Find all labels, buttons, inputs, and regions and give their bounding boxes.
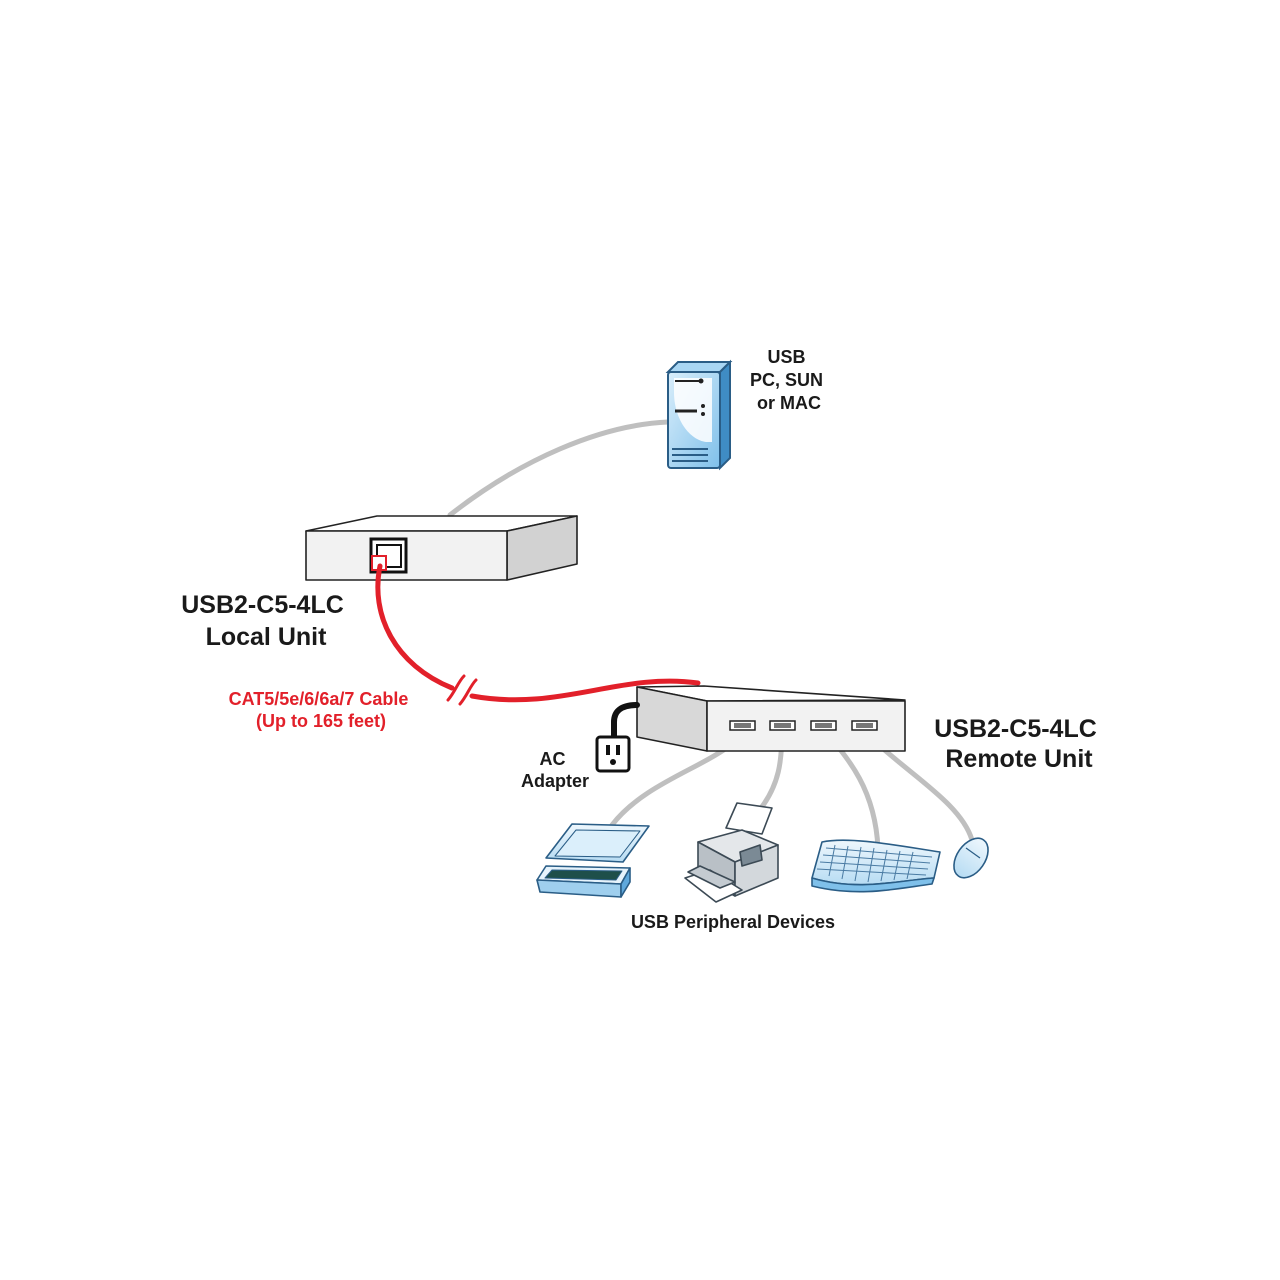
- cable-label-type: CAT5/5e/6/6a/7 Cable: [229, 689, 409, 709]
- computer-tower-icon: [665, 359, 733, 471]
- rj45-port-icon: [369, 537, 408, 574]
- svg-text:USB2-C5-4LC Local Unit: USB2-C5-4LC Local Unit: [181, 591, 350, 651]
- usb-cable-computer: [447, 419, 671, 518]
- cable-label-length: (Up to 165 feet): [256, 711, 386, 731]
- power-plug-icon: [595, 735, 631, 773]
- scanner-icon: [536, 823, 650, 898]
- computer-label-line1: USB: [767, 347, 805, 367]
- usb-port-1: [729, 720, 756, 731]
- usb-port-4: [851, 720, 878, 731]
- svg-text:CAT5/5e/6/6a/7 Cable (Up t: CAT5/5e/6/6a/7 Cable (Up to 165 feet): [229, 689, 414, 731]
- ac-adapter-label-line2: Adapter: [521, 771, 589, 791]
- keyboard-icon: [811, 839, 941, 893]
- cable-break-icon: [446, 674, 478, 706]
- svg-text:AC Adapter: AC Adapter: [521, 749, 589, 791]
- usb-port-2: [769, 720, 796, 731]
- local-unit-box: [305, 515, 578, 581]
- remote-unit-label-name: Remote Unit: [945, 745, 1093, 773]
- remote-unit-label-model: USB2-C5-4LC: [934, 715, 1097, 743]
- power-cord: [611, 702, 640, 741]
- cat-cable: [375, 563, 701, 703]
- printer-icon: [684, 802, 779, 903]
- peripherals-label: USB Peripheral Devices: [631, 912, 835, 932]
- ac-adapter-label-line1: AC: [539, 749, 565, 769]
- computer-label-line3: or MAC: [757, 393, 821, 413]
- svg-text:USB2-C5-4LC Remote Unit: USB2-C5-4LC Remote Unit: [934, 715, 1103, 773]
- remote-unit-box: [636, 685, 906, 752]
- svg-text:USB PC, SUN or MAC: USB PC, SUN or MAC: [750, 347, 828, 413]
- mouse-icon: [953, 837, 989, 879]
- local-unit-label-model: USB2-C5-4LC: [181, 591, 344, 619]
- usb-ports: [729, 720, 878, 731]
- local-unit-label-name: Local Unit: [206, 623, 328, 651]
- usb-port-3: [810, 720, 837, 731]
- computer-label-line2: PC, SUN: [750, 370, 823, 390]
